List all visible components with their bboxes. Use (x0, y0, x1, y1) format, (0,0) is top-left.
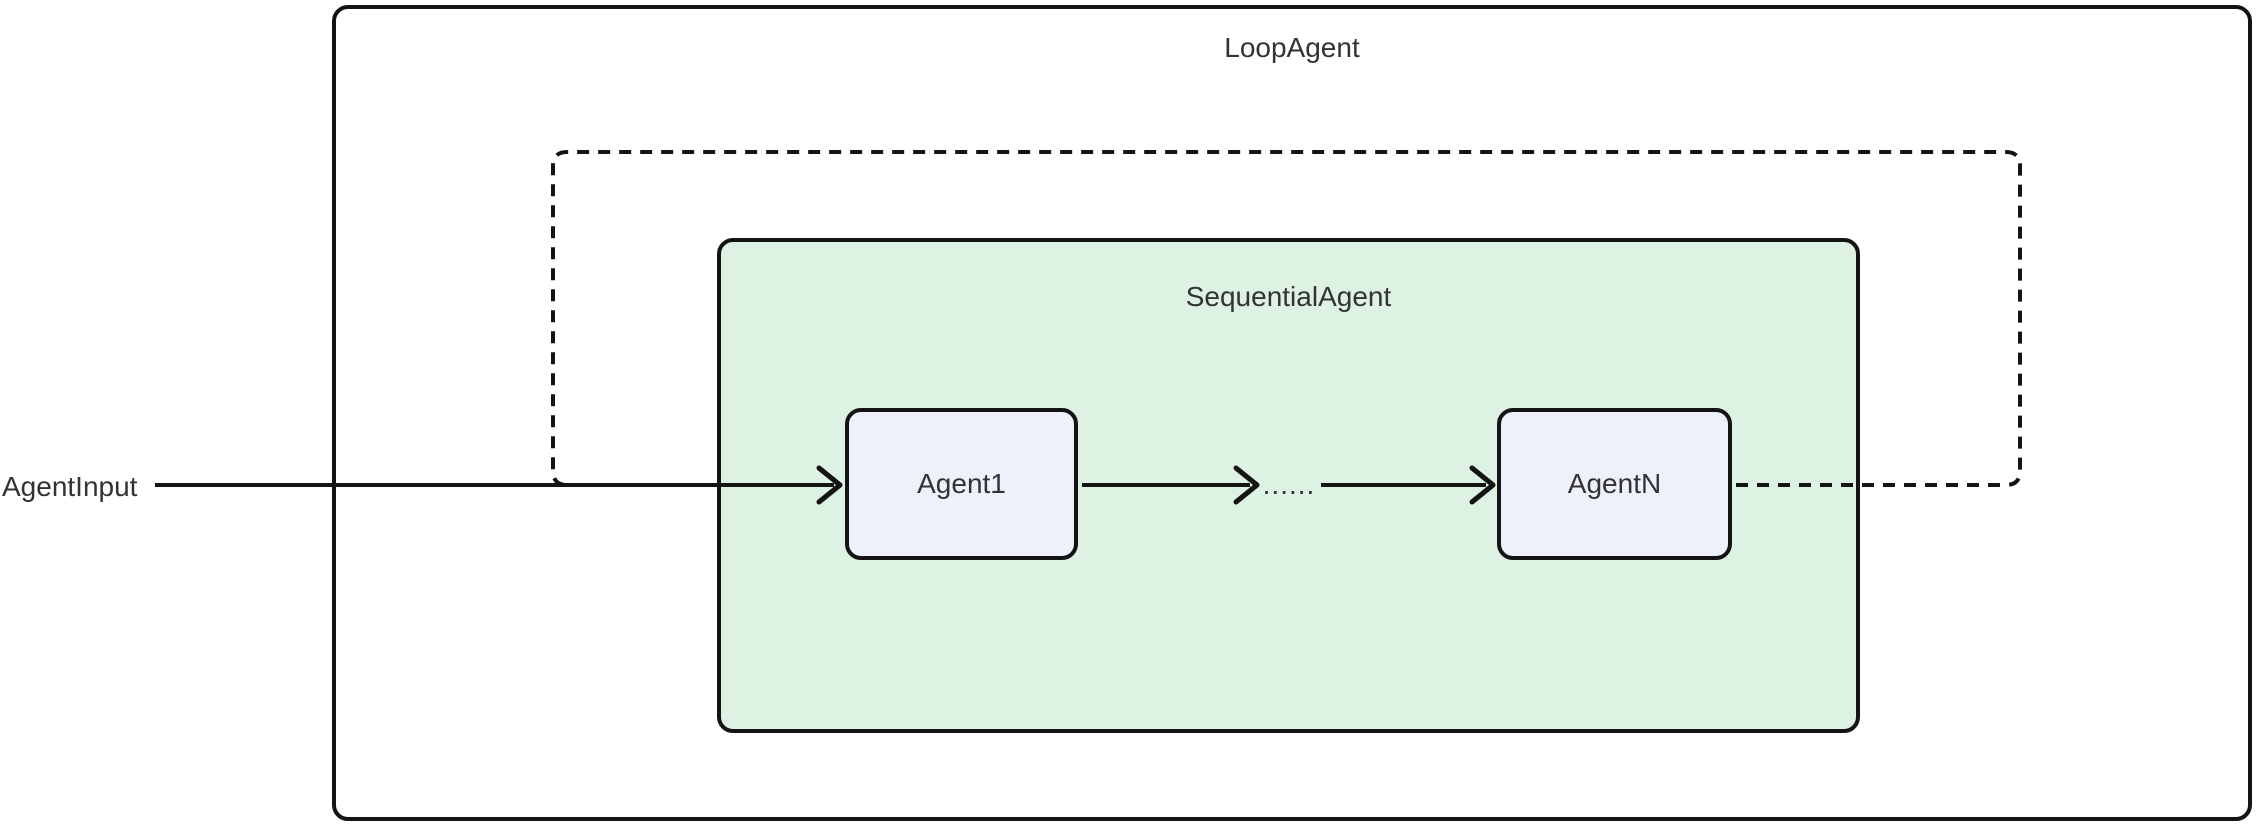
node-agentn-label: AgentN (1567, 468, 1662, 499)
sequential-agent-label: SequentialAgent (1185, 281, 1392, 312)
loop-agent-container (332, 5, 2252, 821)
node-agentn: AgentN (1497, 408, 1732, 560)
agent-input-label: AgentInput (2, 471, 138, 502)
loop-agent-label: LoopAgent (1224, 32, 1360, 63)
node-agent1: Agent1 (845, 408, 1078, 560)
node-agent1-label: Agent1 (917, 468, 1006, 499)
ellipsis-label: ...... (1262, 469, 1316, 500)
